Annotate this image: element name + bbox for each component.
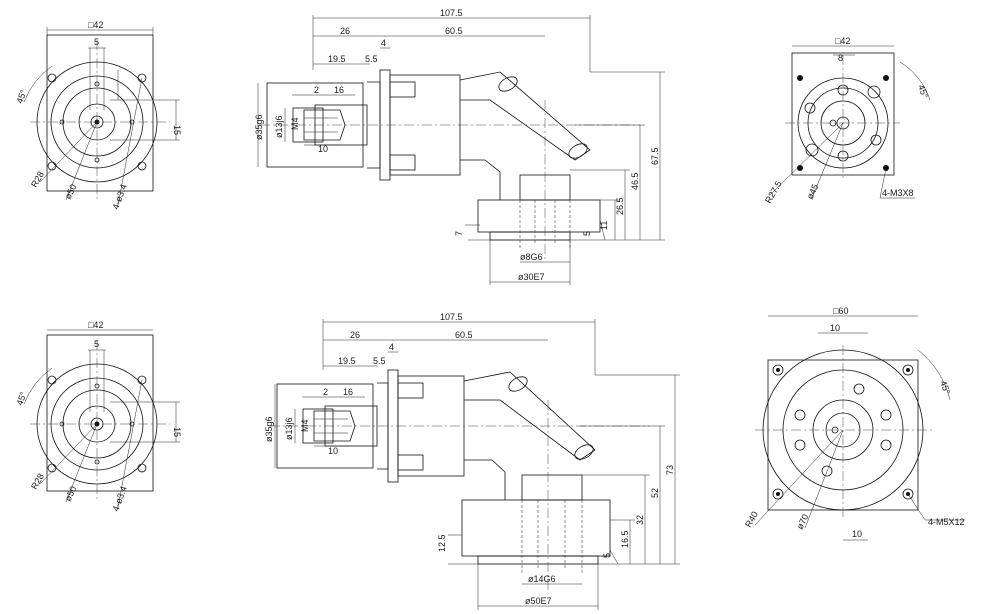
side-view-bottom: 107.5 26 60.5 4 19.5 5.5 2 16 ø35g6 ø13j… (264, 312, 680, 610)
key-thread: M4 (300, 419, 310, 432)
holes-dim: 4-ø3.4 (110, 485, 128, 513)
total-length: 107.5 (440, 8, 463, 18)
total-length: 107.5 (440, 312, 463, 322)
dim-h2: 52 (650, 488, 660, 498)
key-thread: M4 (290, 117, 300, 130)
radius-dim: R40 (743, 510, 760, 529)
square-dim: □42 (88, 320, 103, 330)
dim-len: 10 (328, 446, 338, 456)
shaft-dia: ø13j6 (284, 417, 294, 440)
front-view-bottom-right: □60 10 45° R40 ø70 4-M5X12 10 (743, 306, 965, 541)
dim-h6: 12.5 (437, 534, 447, 552)
dim-width: 5 (94, 339, 99, 349)
dim-d: 19.5 (328, 54, 346, 64)
dim-height: 15 (172, 125, 182, 135)
radius-dim: R27.5 (763, 179, 784, 205)
dim-c: 4 (381, 38, 386, 48)
angle-dim: 45° (14, 88, 28, 105)
radius-dim: R28 (29, 170, 46, 189)
angle-dim: 45° (14, 390, 28, 407)
spigot-dia: ø50E7 (525, 596, 552, 606)
angle-dim: 45° (938, 379, 952, 396)
side-view-top: 107.5 26 60.5 4 19.5 5.5 2 16 ø35g6 ø13j… (254, 8, 665, 285)
pilot-dia: ø35g6 (254, 114, 264, 140)
radius-dim: R28 (29, 472, 46, 491)
dim-g: 16 (343, 387, 353, 397)
diameter-dim: ø70 (795, 513, 811, 531)
dim-a: 26 (340, 26, 350, 36)
dim-g: 16 (334, 85, 344, 95)
dim-h3: 26.5 (615, 197, 625, 215)
diameter-dim: ø50 (63, 485, 79, 503)
front-view-top-right: □42 8 45° R27.5 ø45 4-M3X8 (763, 36, 930, 205)
dim-h4: 16.5 (620, 530, 630, 548)
dim-width: 8 (838, 53, 843, 63)
dim-width: 10 (830, 323, 840, 333)
dim-h2: 46.5 (630, 172, 640, 190)
dim-e: 5.5 (365, 54, 378, 64)
angle-dim: 45° (916, 83, 930, 100)
dim-a: 26 (350, 330, 360, 340)
dim-b: 60.5 (445, 26, 463, 36)
dim-e: 5.5 (373, 356, 386, 366)
dim-width: 5 (94, 37, 99, 47)
dim-len: 10 (318, 144, 328, 154)
diameter-dim: ø50 (63, 183, 79, 201)
square-dim: □42 (88, 20, 103, 30)
front-view-bottom-left: □42 5 45° 15 R28 ø50 4-ø3.4 (14, 320, 182, 513)
dim-h4: 11 (599, 221, 609, 230)
square-dim: □60 (833, 306, 848, 316)
front-view-top-left: □42 5 45° 15 R28 ø50 4-ø3.4 (14, 20, 182, 211)
shaft-dia: ø13j6 (274, 115, 284, 138)
holes-dim: 4-M5X12 (928, 517, 965, 527)
dim-c: 4 (389, 342, 394, 352)
holes-dim: 4-ø3.4 (110, 183, 128, 211)
dim-h5: 5 (582, 231, 592, 236)
dim-h1: 73 (665, 465, 675, 475)
square-dim: □42 (835, 36, 850, 46)
dim-h1: 67.5 (650, 147, 660, 165)
bore-dia: ø8G6 (520, 252, 543, 262)
dim-f: 2 (323, 387, 328, 397)
dim-b: 60.5 (455, 330, 473, 340)
dim-f: 2 (314, 85, 319, 95)
spigot-dia: ø30E7 (518, 272, 545, 282)
dim-h5: 5 (602, 553, 612, 558)
dim-bottom: 10 (852, 529, 862, 539)
diameter-dim: ø45 (805, 183, 821, 201)
holes-dim: 4-M3X8 (882, 188, 914, 198)
flange-outline (46, 34, 154, 192)
dim-h3: 32 (635, 515, 645, 525)
pilot-dia: ø35g6 (264, 416, 274, 442)
dim-height: 15 (172, 427, 182, 437)
dim-h6: 7 (454, 231, 464, 236)
bore-dia: ø14G6 (528, 574, 556, 584)
dim-d: 19.5 (338, 356, 356, 366)
